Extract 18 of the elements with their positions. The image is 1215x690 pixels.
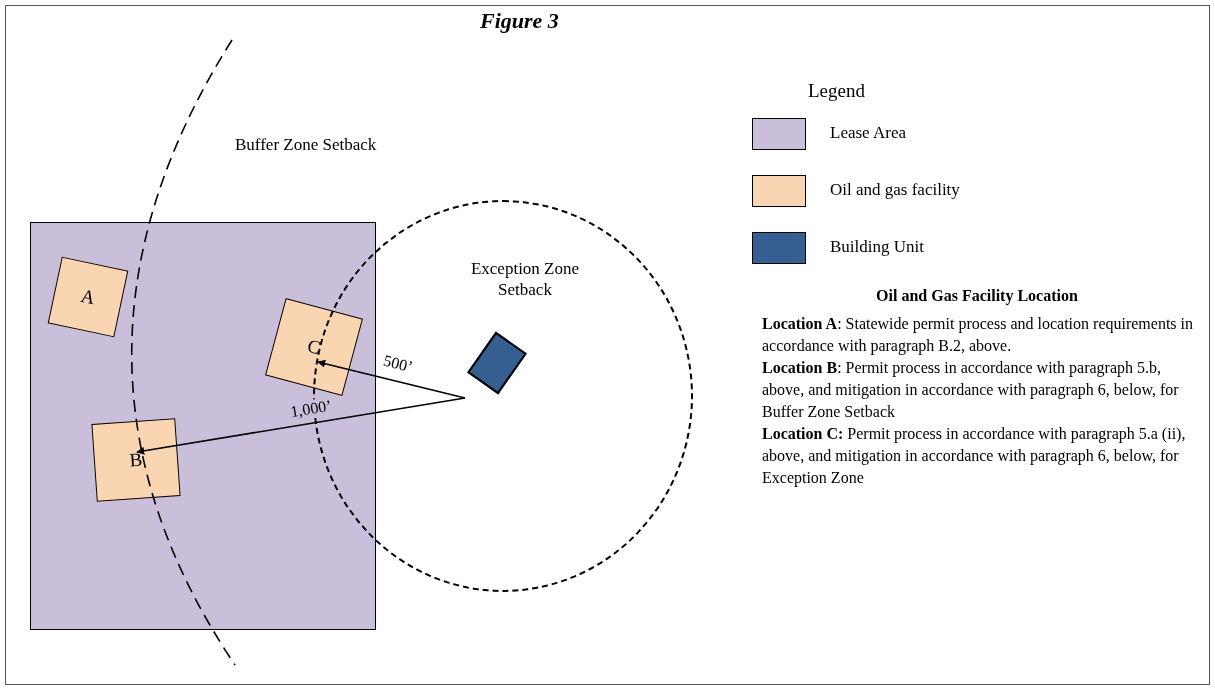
- legend-label: Lease Area: [830, 123, 906, 143]
- arrow: [317, 359, 466, 399]
- zone-label: Buffer Zone Setback: [235, 135, 377, 155]
- facility-letter: C: [305, 334, 323, 360]
- lease-area: [30, 222, 376, 630]
- legend-title: Legend: [808, 80, 865, 102]
- location-note: Location C: Permit process in accordance with paragraph 5.a (ii), above, and mitigation in accordance with paragraph 6, below, for Exception Zone: [762, 424, 1187, 489]
- arrow: [136, 397, 466, 455]
- zone-label: Exception Zone Setback: [469, 258, 581, 300]
- legend-label: Oil and gas facility: [830, 180, 960, 200]
- location-note: Location B: Permit process in accordance with paragraph 5.b, above, and mitigation in accordance with paragraph 6, below, for Buffer Zone Setback: [762, 358, 1180, 422]
- figure-title: Figure 3: [480, 8, 559, 34]
- facility-box: [91, 418, 181, 502]
- facility-letter: B: [128, 448, 144, 472]
- legend-label: Building Unit: [830, 237, 924, 257]
- location-note: Location A: Statewide permit process and location requirements in accordance with paragraph B.2, above.: [762, 314, 1195, 357]
- facility-letter: A: [79, 284, 97, 310]
- section-heading: Oil and Gas Facility Location: [875, 287, 1079, 305]
